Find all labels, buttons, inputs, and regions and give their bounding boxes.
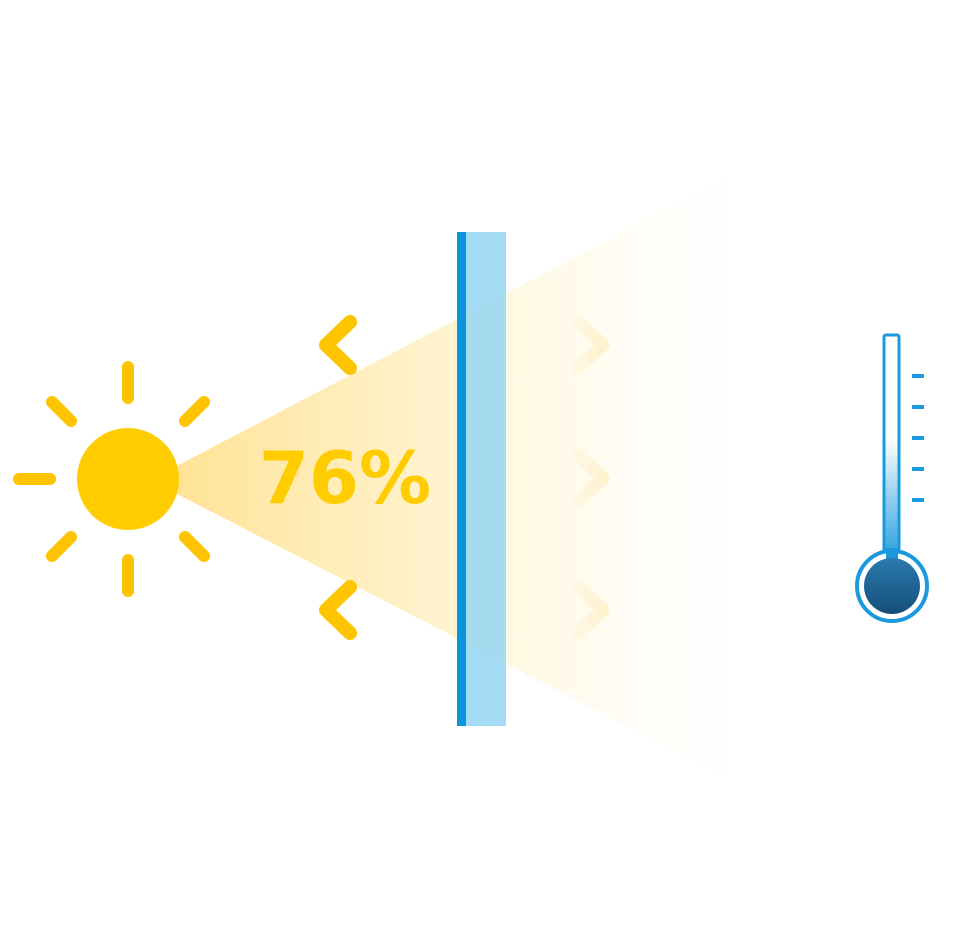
glass-edge — [457, 232, 466, 726]
thermometer-bulb — [864, 558, 920, 614]
arrow-right-icon — [503, 580, 610, 640]
arrow-left-icon — [319, 315, 447, 375]
reflected-arrows — [319, 315, 447, 640]
arrow-left-icon — [319, 580, 447, 640]
thermometer-icon — [855, 333, 929, 623]
thermometer-ticks — [912, 374, 924, 502]
glass-body — [461, 232, 506, 726]
sun-disc — [77, 428, 179, 530]
arrow-right-icon — [503, 315, 610, 375]
percentage-label: 76% — [259, 436, 431, 520]
glass-pane — [457, 232, 506, 726]
sun-icon — [13, 361, 210, 597]
transmitted-arrows — [503, 315, 610, 640]
arrow-right-icon — [503, 448, 610, 508]
sun-rays — [13, 361, 210, 597]
thermometer-tube — [882, 333, 901, 567]
